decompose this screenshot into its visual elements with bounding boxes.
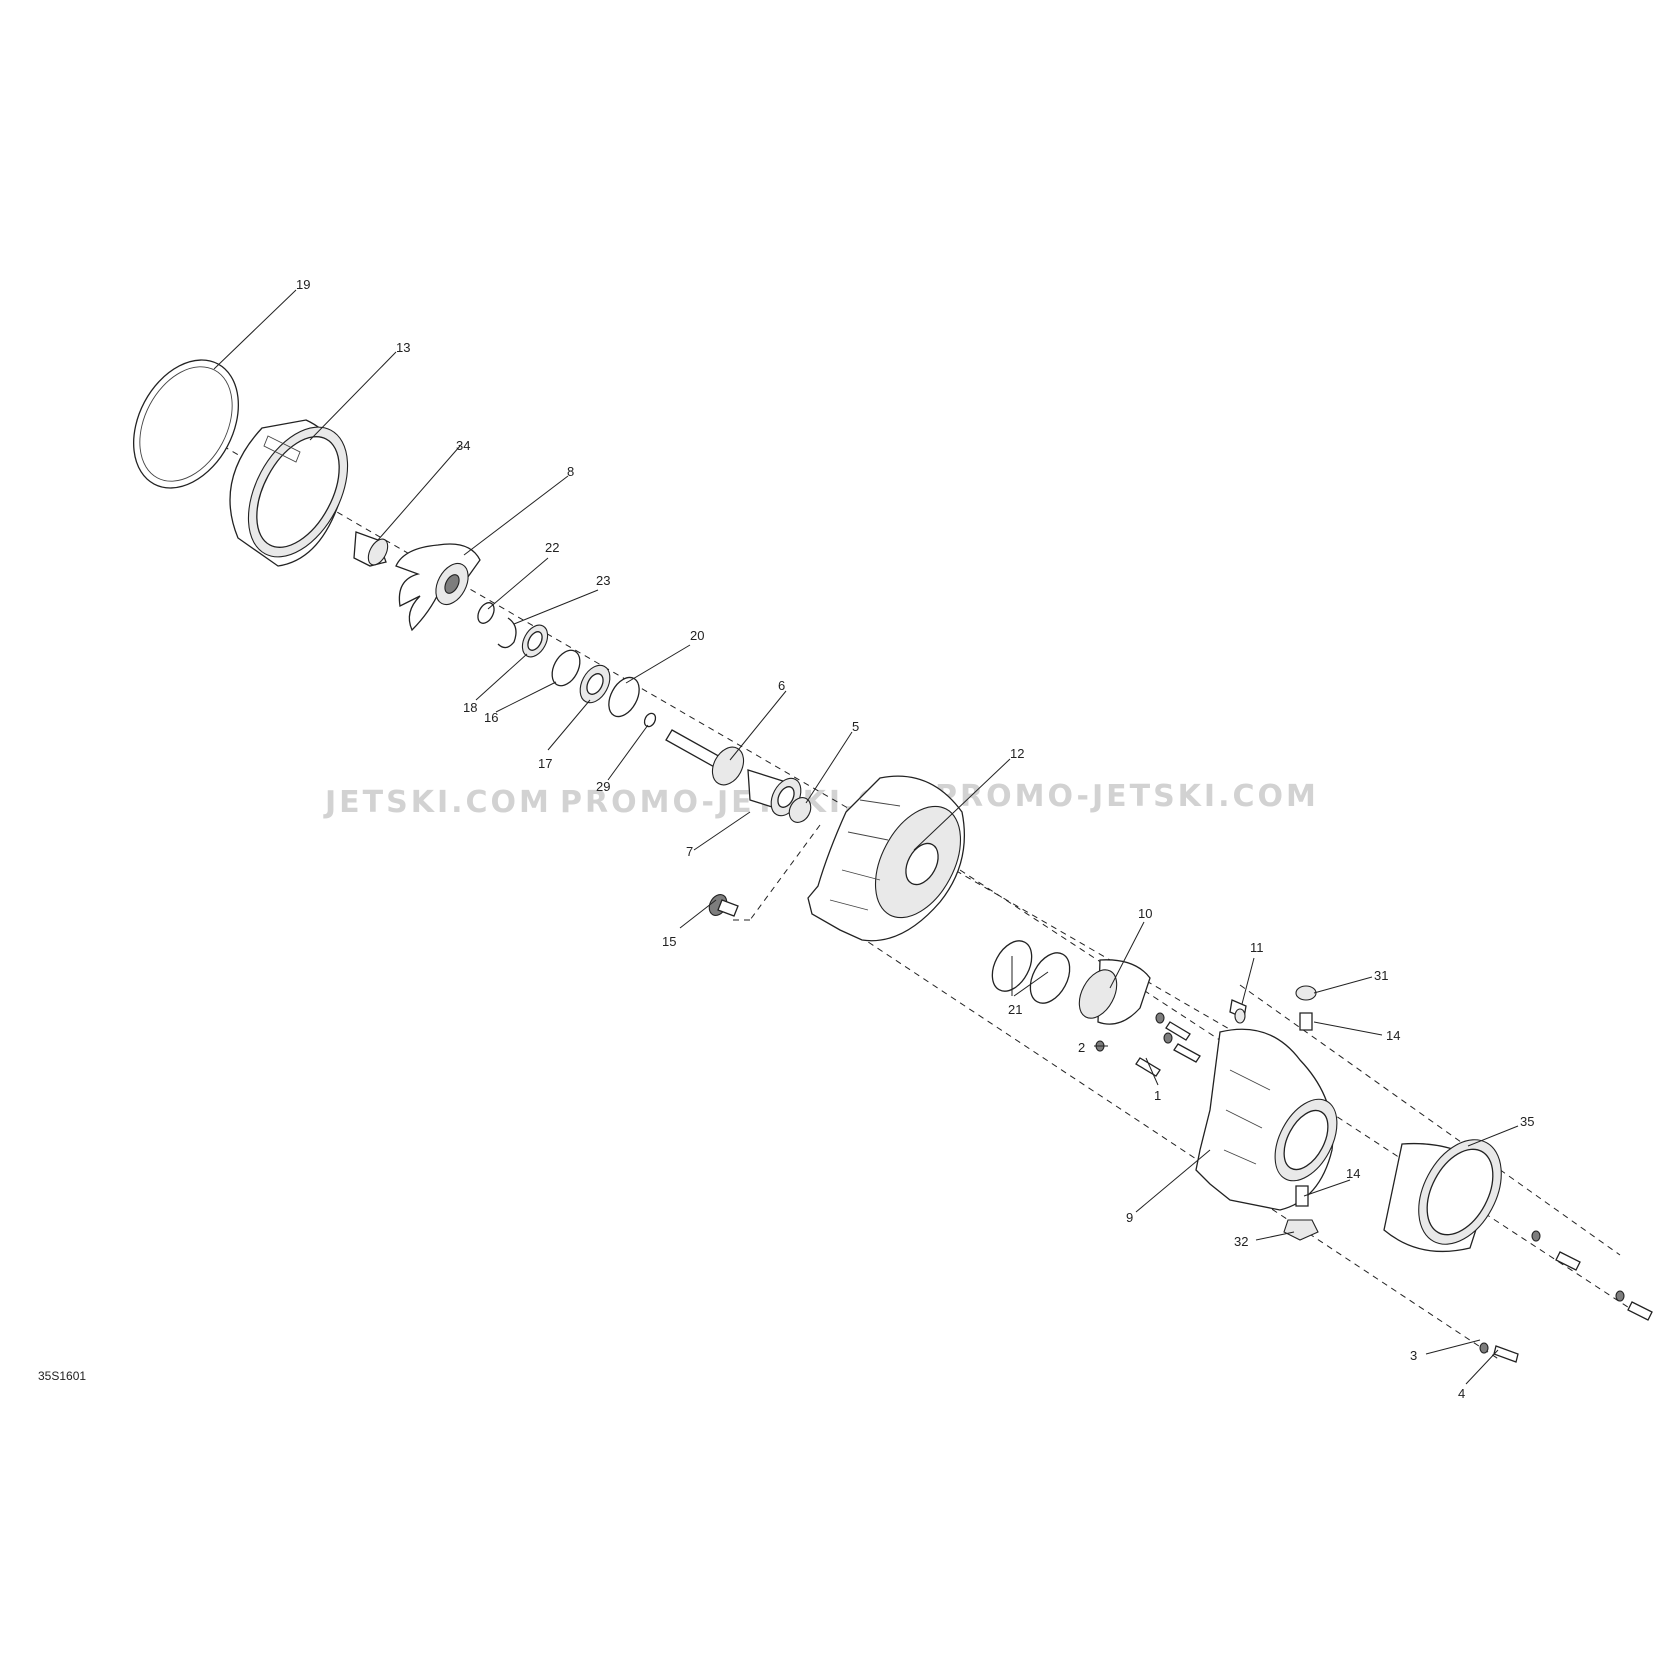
part-21-o-rings xyxy=(991,940,1071,1004)
callout-4: 4 xyxy=(1458,1386,1465,1401)
callout-8: 8 xyxy=(567,464,574,479)
callout-numbers: 19 13 34 8 22 23 20 18 16 17 6 29 5 12 7… xyxy=(296,277,1534,1401)
callout-14-upper: 14 xyxy=(1386,1028,1400,1043)
part-19-ring xyxy=(132,359,240,489)
callout-11: 11 xyxy=(1250,940,1264,955)
callout-1: 1 xyxy=(1154,1088,1161,1103)
callout-34: 34 xyxy=(456,438,470,453)
part-8-impeller xyxy=(395,543,481,632)
figure-code: 35S1601 xyxy=(38,1369,86,1383)
callout-22: 22 xyxy=(545,540,559,555)
callout-7: 7 xyxy=(686,844,693,859)
part-4-bolt xyxy=(1493,1345,1519,1363)
leader-lines xyxy=(213,289,1519,1385)
callout-6: 6 xyxy=(778,678,785,693)
part-14-lower-screw xyxy=(1295,1185,1309,1207)
callout-9: 9 xyxy=(1126,1210,1133,1225)
callout-20: 20 xyxy=(690,628,704,643)
callout-21: 21 xyxy=(1008,1002,1022,1017)
part-29-spacer xyxy=(643,712,657,728)
part-11-fitting xyxy=(1229,999,1247,1024)
part-7-bearing xyxy=(747,769,802,817)
watermark-3: PROMO-JETSKI.COM xyxy=(935,779,1319,814)
callout-32: 32 xyxy=(1234,1234,1248,1249)
part-23-circlip xyxy=(497,617,517,649)
callout-5: 5 xyxy=(852,719,859,734)
part-16-ring xyxy=(551,649,581,687)
callout-23: 23 xyxy=(596,573,610,588)
part-32-nut xyxy=(1283,1219,1319,1241)
part-6-shaft xyxy=(665,729,745,786)
callout-15: 15 xyxy=(662,934,676,949)
part-15-plug xyxy=(708,894,739,917)
part-31-cap xyxy=(1295,985,1317,1001)
part-9-nozzle-housing xyxy=(1195,1028,1338,1211)
callout-35: 35 xyxy=(1520,1114,1534,1129)
callout-17: 17 xyxy=(538,756,552,771)
watermark-1: JETSKI.COM xyxy=(323,785,552,820)
part-13-wear-ring xyxy=(229,419,349,567)
callout-31: 31 xyxy=(1374,968,1388,983)
part-1-2-screws xyxy=(1095,1012,1201,1077)
part-18-seal xyxy=(521,624,549,658)
callout-16: 16 xyxy=(484,710,498,725)
part-3-washer xyxy=(1479,1342,1489,1354)
callout-14-lower: 14 xyxy=(1346,1166,1360,1181)
nozzle-fasteners xyxy=(1531,1230,1653,1321)
callout-12: 12 xyxy=(1010,746,1024,761)
part-17-bearing xyxy=(579,664,611,704)
callout-13: 13 xyxy=(396,340,410,355)
callout-19: 19 xyxy=(296,277,310,292)
part-34-cone xyxy=(353,531,389,567)
callout-29: 29 xyxy=(596,779,610,794)
callout-10: 10 xyxy=(1138,906,1152,921)
callout-3: 3 xyxy=(1410,1348,1417,1363)
part-10-cap xyxy=(1078,959,1151,1025)
part-5-nut xyxy=(788,797,812,823)
part-12-pump-housing xyxy=(807,775,965,942)
part-35-nozzle xyxy=(1383,1139,1502,1253)
part-14-upper-screw xyxy=(1299,1012,1313,1031)
callout-18: 18 xyxy=(463,700,477,715)
callout-2: 2 xyxy=(1078,1040,1085,1055)
